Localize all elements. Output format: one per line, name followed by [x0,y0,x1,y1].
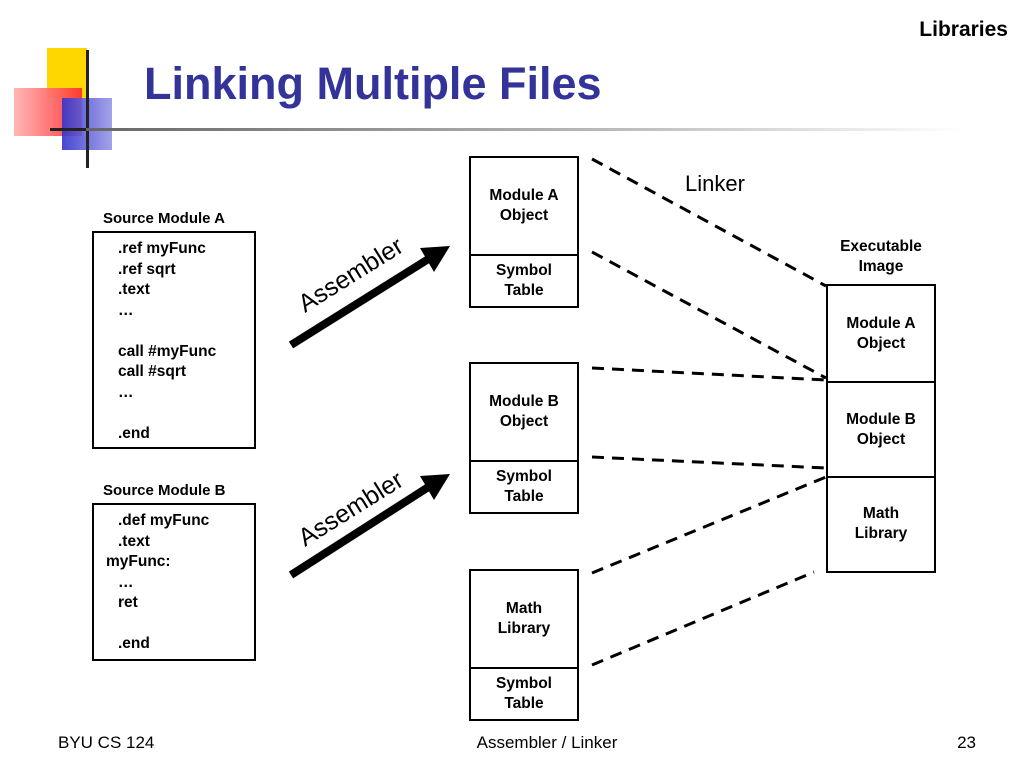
object-b-symbol-table: Symbol Table [471,460,577,512]
footer-course: BYU CS 124 [58,733,155,752]
source-a-line: … [118,383,134,401]
source-a-line: .end [118,424,150,442]
slide-title: Linking Multiple Files [144,58,602,109]
linker-line-b-top [591,366,827,382]
executable-section-a: Module A Object [846,314,916,352]
source-b-line: ret [118,594,138,611]
executable-box: Module A Object Module B Object Math Lib… [826,284,936,573]
executable-section-math: Math Library [828,476,934,571]
title-underline [86,128,966,131]
source-b-line: … [118,573,134,591]
object-b-box: Module B Object Symbol Table [469,362,579,514]
source-a-box: .ref myFunc .ref sqrt .text … call #myFu… [92,231,256,449]
source-b-line: myFunc: [106,553,171,570]
source-a-label: Source Module A [103,210,225,227]
object-b-object-cell: Module B Object [489,393,559,430]
linker-label: Linker [685,171,745,196]
source-b-line [106,614,254,635]
assembler-arrow-b [288,474,450,579]
source-a-line: .ref myFunc [118,240,206,257]
linker-line-math-bottom [591,570,815,667]
linker-line-math-top [591,475,827,575]
source-b-label: Source Module B [103,482,226,499]
source-a-line: .ref sqrt [118,260,176,278]
linker-line-a-top [591,157,827,288]
source-b-line: .end [118,635,150,652]
object-a-symbol-table: Symbol Table [471,254,577,306]
source-b-line: .text [118,532,150,550]
linker-line-b-bottom [591,455,827,470]
math-library-symbol-table: Symbol Table [471,667,577,719]
deco-vertical-line [86,50,89,168]
corner-decoration [0,0,140,170]
source-b-box: .def myFunc .text myFunc: … ret .end [92,503,256,661]
footer-page-number: 23 [957,733,976,752]
source-a-line: call #myFunc [118,342,217,360]
object-a-box: Module A Object Symbol Table [469,156,579,308]
math-library-object-cell: Math Library [497,600,551,637]
executable-section-b: Module B Object [828,381,934,476]
section-label: Libraries [919,18,1008,41]
footer-topic: Assembler / Linker [476,733,618,752]
source-a-line: .text [118,281,150,298]
math-library-box: Math Library Symbol Table [469,569,579,721]
source-b-line: .def myFunc [118,512,210,529]
linker-line-a-bottom [591,250,827,380]
assembler-arrow-a [288,246,450,349]
source-a-line: … [118,301,134,319]
object-a-object-cell: Module A Object [489,187,559,224]
source-a-line: call #sqrt [118,363,187,380]
executable-label: Executable Image [840,238,922,275]
source-a-line [106,403,254,424]
source-a-line [106,321,254,342]
